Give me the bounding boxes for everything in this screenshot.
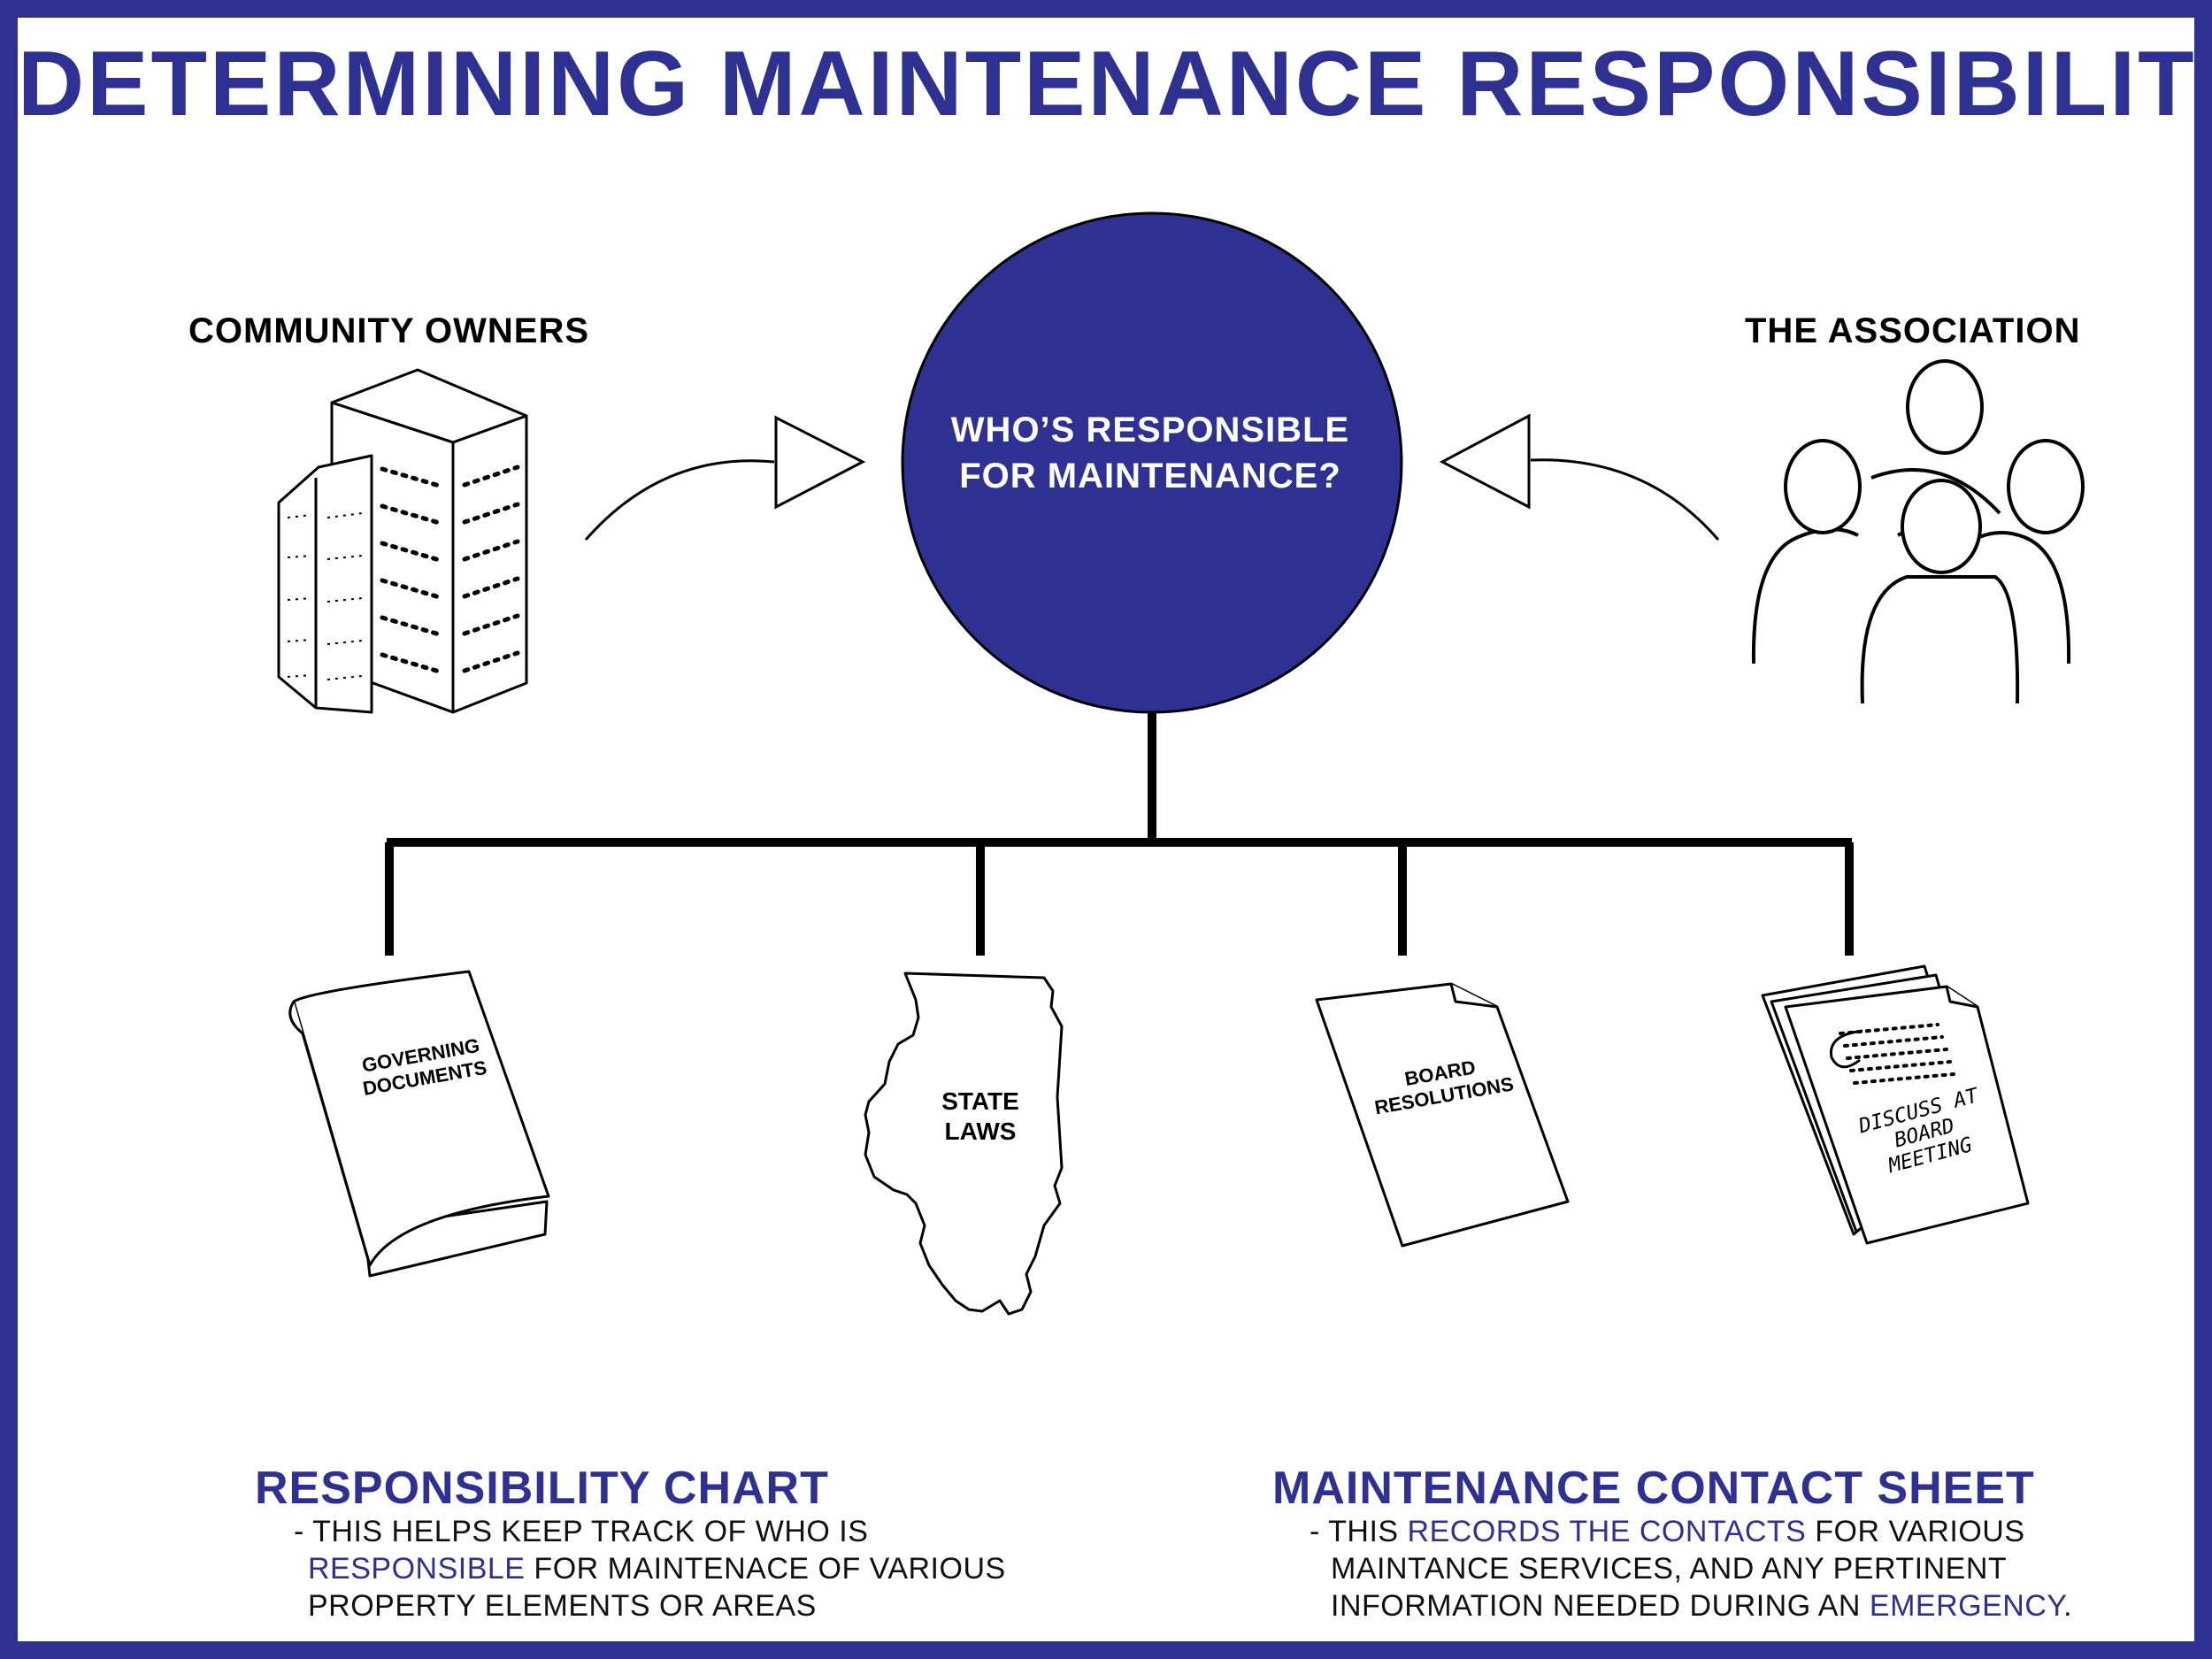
records-contacts-accent: RECORDS THE CONTACTS [1407,1515,1807,1548]
emergency-accent: EMERGENCY [1869,1589,2064,1623]
document-icon [1315,982,1570,1248]
right-arrow [1439,413,1720,541]
responsible-accent: RESPONSIBLE [308,1552,526,1586]
page-title: DETERMINING MAINTENANCE RESPONSIBILITY [18,33,2212,135]
maintenance-contact-line2: MAINTANCE SERVICES, AND ANY PERTINENT [1331,1552,2008,1586]
association-label: THE ASSOCIATION [1745,311,2081,350]
maintenance-contact-line1-post: FOR VARIOUS [1806,1515,2025,1548]
center-question: WHO’S RESPONSIBLE FOR MAINTENANCE? [902,407,1398,499]
maintenance-contact-line3: INFORMATION NEEDED DURING AN EMERGENCY. [1310,1587,2072,1624]
diagram-canvas [277,211,2085,1316]
maintenance-contact-line3-post: . [2063,1589,2073,1623]
maintenance-contact-line3-pre: INFORMATION NEEDED DURING AN [1331,1589,1870,1623]
book-icon [288,970,550,1278]
responsibility-chart-line1: - THIS HELPS KEEP TRACK OF WHO IS [294,1515,869,1548]
responsibility-chart-line2: RESPONSIBLE FOR MAINTENACE OF VARIOUS [294,1550,1006,1587]
building-icon [277,368,528,714]
meeting-notes-icon [1761,964,2030,1245]
responsibility-chart-line2-rest: FOR MAINTENACE OF VARIOUS [525,1552,1006,1586]
maintenance-contact-sheet-title: MAINTENANCE CONTACT SHEET [1272,1463,2035,1514]
state-laws-line1: STATE [941,1087,1019,1115]
responsibility-chart-description: - THIS HELPS KEEP TRACK OF WHO IS RESPON… [294,1513,1006,1624]
tree-connectors [385,712,1854,956]
responsibility-chart-title: RESPONSIBILITY CHART [255,1463,829,1514]
state-map-icon [864,972,1064,1316]
center-question-line1: WHO’S RESPONSIBLE [950,411,1350,449]
maintenance-contact-sheet-description: - THIS RECORDS THE CONTACTS FOR VARIOUS … [1310,1513,2072,1624]
people-group-icon [1751,359,2085,704]
state-laws-label: STATE LAWS [910,1087,1051,1147]
responsibility-chart-line3: PROPERTY ELEMENTS OR AREAS [308,1589,817,1623]
state-laws-line2: LAWS [944,1118,1017,1145]
center-question-line2: FOR MAINTENANCE? [959,457,1341,495]
community-owners-label: COMMUNITY OWNERS [188,311,590,350]
left-arrow [584,415,866,541]
maintenance-contact-line1: - THIS RECORDS THE CONTACTS FOR VARIOUS [1310,1513,2072,1550]
maintenance-contact-line1-pre: - THIS [1310,1515,1408,1548]
